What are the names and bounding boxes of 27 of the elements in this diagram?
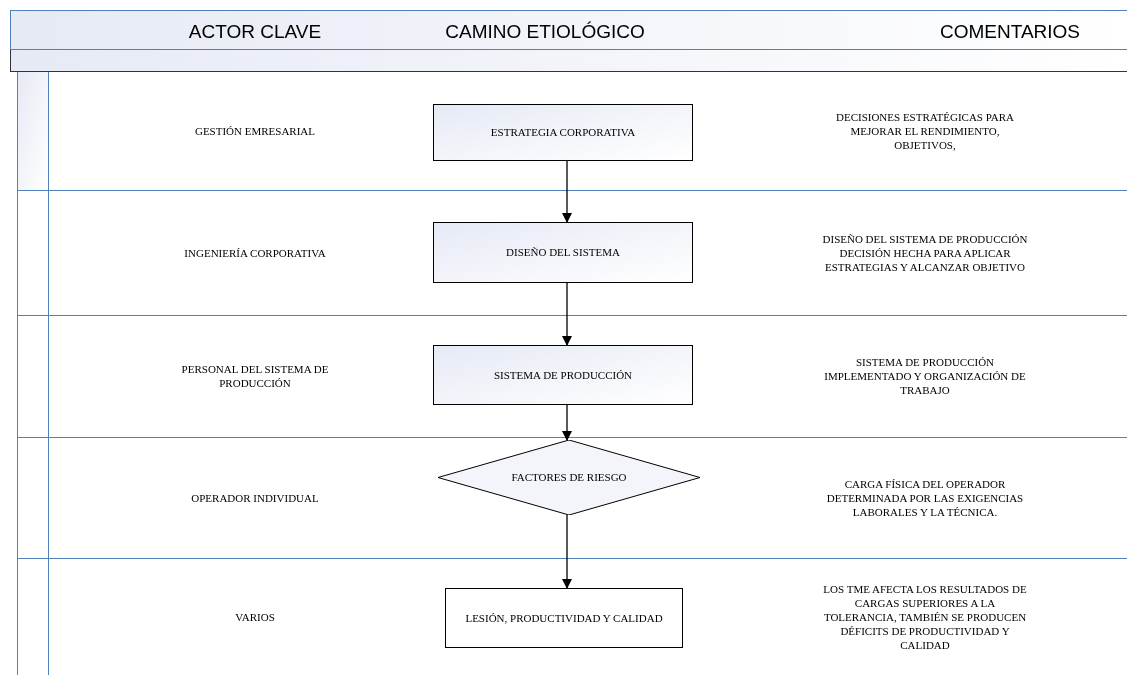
arrow (562, 514, 572, 589)
process-box (433, 345, 693, 405)
column-header: CAMINO ETIOLÓGICO (445, 19, 645, 44)
actor-label: PERSONAL DEL SISTEMA DE PRODUCCIÓN (180, 362, 330, 390)
process-box (433, 222, 693, 283)
column-header: ACTOR CLAVE (188, 19, 322, 44)
comment-text: SISTEMA DE PRODUCCIÓN IMPLEMENTADO Y ORGANIZACIÓN DE TRABAJO (823, 355, 1027, 397)
actor-label: VARIOS (235, 609, 275, 624)
comment-text: CARGA FÍSICA DEL OPERADOR DETERMINADA POR LAS EXIGENCIAS LABORALES Y LA TÉCNICA. (825, 476, 1025, 519)
comment-text: DISEÑO DEL SISTEMA DE PRODUCCIÓN DECISIÓN HECHA PARA APLICAR ESTRATEGIAS Y ALCANZAR OBJETIVO (821, 231, 1029, 274)
decision-diamond (438, 440, 700, 515)
node-label: SISTEMA DE PRODUCCIÓN (492, 367, 634, 383)
comment-text: LOS TME AFECTA LOS RESULTADOS DE CARGAS SUPERIORES A LA TOLERANCIA, TAMBIÉN SE PRODUCEN DÉFICITS DE PRODUCTIVIDAD Y CALIDAD (822, 581, 1028, 652)
actor-label: GESTIÓN EMRESARIAL (194, 124, 316, 138)
actor-label: OPERADOR INDIVIDUAL (191, 490, 319, 505)
actor-label: INGENIERÍA CORPORATIVA (184, 245, 326, 260)
process-box (433, 104, 693, 161)
arrow (562, 404, 572, 441)
arrow (562, 282, 572, 346)
column-header: COMENTARIOS (939, 19, 1080, 44)
node-label: DISEÑO DEL SISTEMA (505, 245, 621, 261)
node-label: LESIÓN, PRODUCTIVIDAD Y CALIDAD (464, 610, 664, 626)
process-box (445, 588, 683, 648)
node-label: ESTRATEGIA CORPORATIVA (489, 125, 637, 141)
arrow (562, 160, 572, 223)
comment-text: DECISIONES ESTRATÉGICAS PARA MEJORAR EL RENDIMIENTO, OBJETIVOS, (834, 110, 1016, 152)
node-label: FACTORES DE RIESGO (510, 470, 628, 486)
